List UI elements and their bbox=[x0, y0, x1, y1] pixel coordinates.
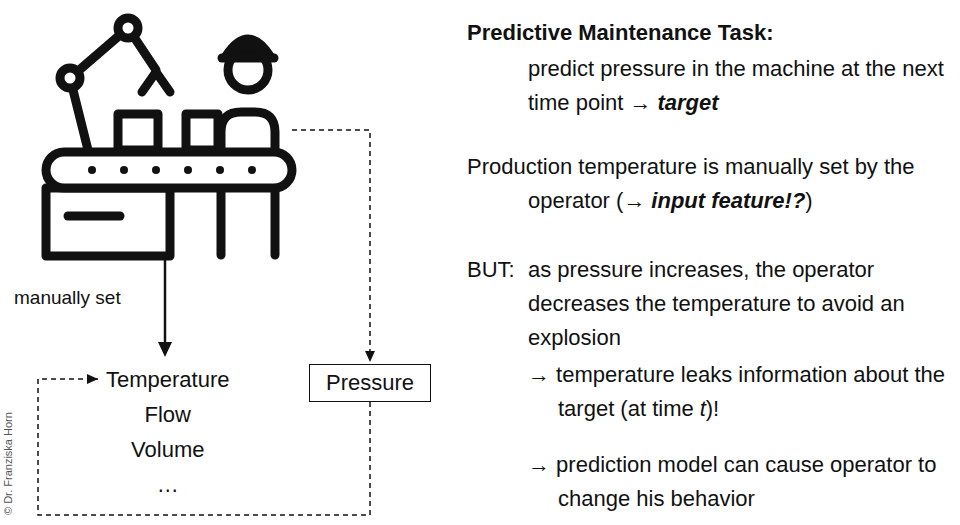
text-run: )! bbox=[706, 396, 719, 421]
hat-brim bbox=[222, 54, 274, 63]
text-run: t bbox=[700, 396, 706, 421]
but-label: BUT: bbox=[467, 253, 515, 287]
arrowhead bbox=[87, 374, 98, 384]
text-run: as pressure increases, the operator decr… bbox=[528, 257, 905, 350]
node-text: Volume bbox=[106, 432, 230, 467]
variable-list: TemperatureFlowVolume… bbox=[100, 362, 236, 502]
node-text: Temperature bbox=[106, 362, 230, 397]
set-arrowhead bbox=[158, 342, 172, 357]
behavior-consequence: → prediction model can cause operator to… bbox=[528, 448, 953, 516]
text-run: input feature!? bbox=[651, 188, 805, 213]
text-run: manually set bbox=[14, 287, 121, 308]
copyright-watermark: © Dr. Franziska Horn bbox=[2, 412, 15, 515]
text-run: predict pressure in the machine at the n… bbox=[528, 56, 944, 115]
node-text: … bbox=[106, 467, 230, 502]
text-run: BUT: bbox=[467, 257, 515, 282]
task-heading: Predictive Maintenance Task: bbox=[467, 16, 774, 50]
pressure-box: Pressure bbox=[309, 364, 431, 402]
node-text: Flow bbox=[106, 397, 230, 432]
text-run: Predictive Maintenance Task: bbox=[467, 20, 774, 45]
icon-strokes bbox=[46, 18, 292, 256]
arm-joint bbox=[118, 18, 138, 38]
belt-dot bbox=[120, 166, 128, 174]
node-text: Pressure bbox=[326, 369, 414, 397]
text-run: ) bbox=[805, 188, 812, 213]
belt-dot bbox=[184, 166, 192, 174]
arrow-label: manually set bbox=[14, 281, 121, 315]
belt-dot bbox=[216, 166, 224, 174]
worker-hard-hat bbox=[226, 39, 270, 56]
text-run: © Dr. Franziska Horn bbox=[2, 412, 14, 515]
belt-dot bbox=[248, 166, 256, 174]
text-run: → prediction model can cause operator to… bbox=[528, 452, 936, 511]
feature-note: Production temperature is manually set b… bbox=[467, 150, 953, 218]
observe-arrowhead bbox=[365, 351, 375, 362]
robot-gripper bbox=[142, 72, 170, 92]
arm-joint bbox=[60, 68, 80, 88]
machine-slot bbox=[68, 212, 120, 221]
text-run: target bbox=[657, 90, 718, 115]
product-box bbox=[118, 114, 158, 150]
leak-consequence: → temperature leaks information about th… bbox=[528, 358, 953, 426]
product-box bbox=[186, 114, 218, 150]
set-arrow-line bbox=[164, 260, 167, 344]
observe-dashed-line bbox=[292, 130, 370, 352]
belt-dot bbox=[152, 166, 160, 174]
belt-dot bbox=[88, 166, 96, 174]
conveyor-belt bbox=[46, 152, 292, 188]
text-run: → temperature leaks information about th… bbox=[528, 362, 945, 421]
machine-base bbox=[46, 188, 170, 256]
task-description: predict pressure in the machine at the n… bbox=[528, 52, 953, 120]
conveyor-dots bbox=[88, 166, 256, 174]
operator-behavior: as pressure increases, the operator decr… bbox=[528, 253, 953, 355]
